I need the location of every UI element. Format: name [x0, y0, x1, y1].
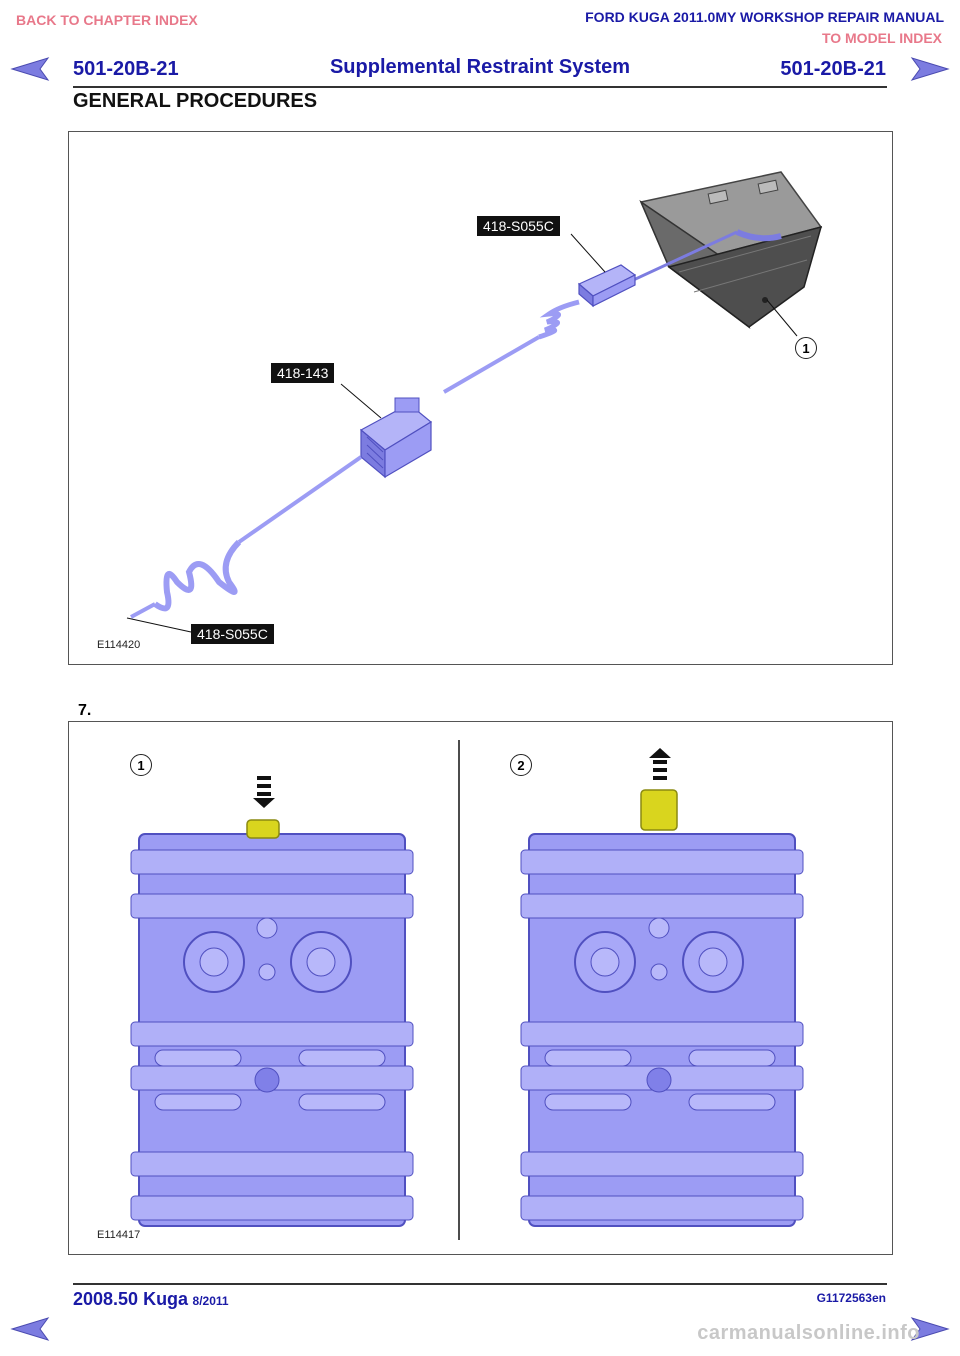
arrow-left-icon[interactable] — [10, 1316, 50, 1342]
tool-label-418-S055C-top: 418-S055C — [477, 216, 560, 236]
arrow-left-icon[interactable] — [10, 56, 50, 82]
header-rule — [73, 86, 887, 88]
footer-model-block: 2008.50 Kuga 8/2011 — [73, 1289, 229, 1310]
arrow-up-icon — [649, 748, 671, 780]
arrow-right-icon[interactable] — [910, 56, 950, 82]
page-number-right: 501-20B-21 — [780, 58, 886, 80]
page-number-left: 501-20B-21 — [73, 58, 179, 80]
connector-illustration — [130, 740, 804, 1240]
module-right — [520, 833, 804, 1227]
tool-label-418-S055C-bottom: 418-S055C — [191, 624, 274, 644]
step-number: 7. — [78, 702, 92, 719]
connector-inserted — [246, 819, 280, 839]
tool-label-418-143: 418-143 — [271, 363, 335, 383]
callout-2: 2 — [510, 754, 532, 776]
battery — [639, 171, 823, 329]
figure-connector-insert-remove: 1 2 E114417 — [68, 721, 893, 1255]
figure-battery-tool-connection: 418-S055C 418-143 418-S055C 1 E114420 — [68, 131, 893, 665]
arrow-right-icon[interactable] — [910, 1316, 950, 1342]
page-title: Supplemental Restraint System — [329, 56, 631, 78]
connector-removed — [640, 789, 678, 831]
module-left — [130, 833, 414, 1227]
adapter-418-S055C-upper — [577, 264, 637, 308]
callout-1: 1 — [130, 754, 152, 776]
battery-cable-illustration — [126, 171, 823, 633]
arrow-down-icon — [253, 776, 275, 808]
section-heading: GENERAL PROCEDURES — [73, 90, 318, 112]
footer-rule — [73, 1283, 887, 1285]
footer-code: G1172563en — [816, 1291, 886, 1305]
to-model-index-link[interactable]: TO MODEL INDEX — [821, 30, 942, 46]
back-to-chapter-index-link[interactable]: BACK TO CHAPTER INDEX — [16, 12, 198, 28]
footer-model: 2008.50 Kuga — [73, 1289, 189, 1309]
figure-code: E114420 — [97, 639, 141, 651]
figure-code: E114417 — [97, 1229, 141, 1241]
footer-date: 8/2011 — [192, 1294, 229, 1308]
watermark: carmanualsonline.info — [697, 1322, 920, 1344]
tool-418-143 — [359, 397, 433, 479]
callout-1: 1 — [795, 337, 817, 359]
manual-title: FORD KUGA 2011.0MY WORKSHOP REPAIR MANUA… — [585, 9, 944, 25]
